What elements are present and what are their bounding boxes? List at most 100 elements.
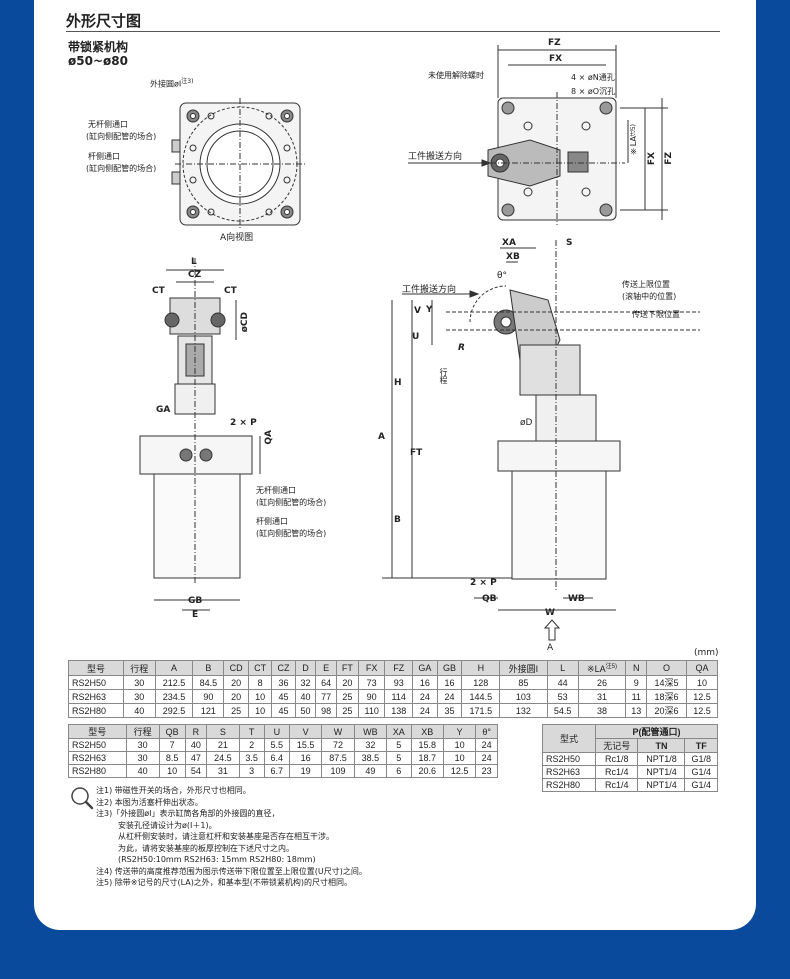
table-cell: 18.7 [410,751,444,765]
dim-h: H [394,378,402,388]
conveyor-upper-note: (滚轴中的位置) [622,292,677,301]
table-cell: 6.4 [263,751,290,765]
model-cell: RS2H63 [541,765,597,779]
table-cell: 85 [499,675,548,690]
note-3-line-3: 从杠杆侧安装时，请注意杠杆和安装基座是否存在相互干涉。 [118,832,334,841]
table-cell: 8 [247,675,273,690]
column-header: L [546,660,579,676]
column-header: 行程 [125,724,160,739]
table-cell: 6.7 [263,764,290,778]
column-header: 型号 [68,660,124,676]
table-cell: 45 [271,689,296,704]
table-cell: 12.5 [685,689,719,704]
column-header: B [192,660,225,676]
table-cell: 114 [384,689,413,704]
column-header: 型号 [68,724,127,739]
column-header: θ° [475,724,498,739]
table-cell: 26 [577,675,627,690]
dim-fx: FX [549,54,563,64]
column-header: QB [158,724,186,739]
column-header: FT [335,660,359,676]
table-cell: 24 [411,703,438,718]
no-rod-port-label-2: 无杆侧通口 [256,486,296,495]
view-a-label: A向视图 [220,233,254,243]
note-4: 注4) 传送带的高度推荐范围为图示传送带下限位置至上限位置(U尺寸)之间。 [96,866,367,876]
outer-circle-label: 外接圆øI注3) [150,78,194,89]
note-3: 注3)「外接圆øI」表示缸筒各角部的外接圆的直径， [96,809,280,818]
table-cell: 16 [411,675,438,690]
table-cell: G1/4 [684,778,718,792]
table-cell: 6 [386,764,412,778]
rod-port-note: (缸向侧配管的场合) [86,164,157,173]
table-cell: Rc1/4 [595,765,639,779]
table-cell: 38 [577,703,627,718]
table-cell: 128 [461,675,501,690]
dim-gb: GB [188,596,203,606]
table-cell: 109 [321,764,355,778]
column-header: CZ [271,660,296,676]
table-cell: 50 [294,703,317,718]
dim-p2: 2 × P [470,578,497,588]
table-cell: 10 [442,751,477,765]
table-cell: 32 [294,675,317,690]
table-cell: G1/4 [684,765,718,779]
column-header: S [206,724,240,739]
model-cell: RS2H80 [68,703,124,718]
magnifier-icon [71,787,94,810]
table-cell: 3 [238,764,265,778]
column-header: D [294,660,317,676]
model-cell: RS2H50 [68,738,127,752]
table-cell: 234.5 [154,689,194,704]
port-table-sub-tn: TN [637,738,686,753]
work-direction-label-2: 工件搬送方向 [402,285,457,295]
table-cell: 90 [192,689,225,704]
work-direction-label: 工件搬送方向 [408,152,463,162]
table-cell: 121 [192,703,225,718]
section-subtitle: 带锁紧机构 [68,40,129,54]
table-cell: 12.5 [685,703,719,718]
table-cell: 93 [384,675,413,690]
dim-xb: XB [506,252,520,262]
dim-cz: CZ [188,270,202,280]
column-header: FX [357,660,386,676]
front-view-drawing [139,258,261,611]
table-cell: 24 [436,689,463,704]
table-cell: 40 [125,764,160,778]
column-header: 行程 [122,660,156,676]
dim-wb: WB [568,594,585,604]
table-cell: NPT1/8 [637,752,686,766]
table-cell: 38.5 [353,751,388,765]
table-cell: 19 [288,764,323,778]
table-cell: 138 [384,703,413,718]
note-2: 注2) 本图为活塞杆伸出状态。 [96,797,203,807]
table-cell: 23 [475,764,498,778]
table-cell: 13 [625,703,648,718]
port-table-sub-none: 无记号 [595,738,639,753]
table-cell: 132 [499,703,548,718]
table-cell: 35 [436,703,463,718]
table-cell: 32 [353,738,388,752]
model-cell: RS2H80 [541,778,597,792]
dim-s: S [566,238,573,248]
title-divider [66,31,720,32]
table-cell: 10 [247,703,273,718]
column-header: FZ [384,660,413,676]
table-cell: 10 [685,675,719,690]
table-cell: 5 [386,751,412,765]
table-cell: 5 [386,738,412,752]
column-header: T [238,724,265,739]
model-cell: RS2H80 [68,764,127,778]
table-cell: 171.5 [461,703,501,718]
table-cell: 36 [271,675,296,690]
dim-qa: QA [264,430,274,445]
table-cell: 12.5 [442,764,477,778]
page-title: 外形尺寸图 [66,12,142,30]
dim-ga: GA [156,405,171,415]
